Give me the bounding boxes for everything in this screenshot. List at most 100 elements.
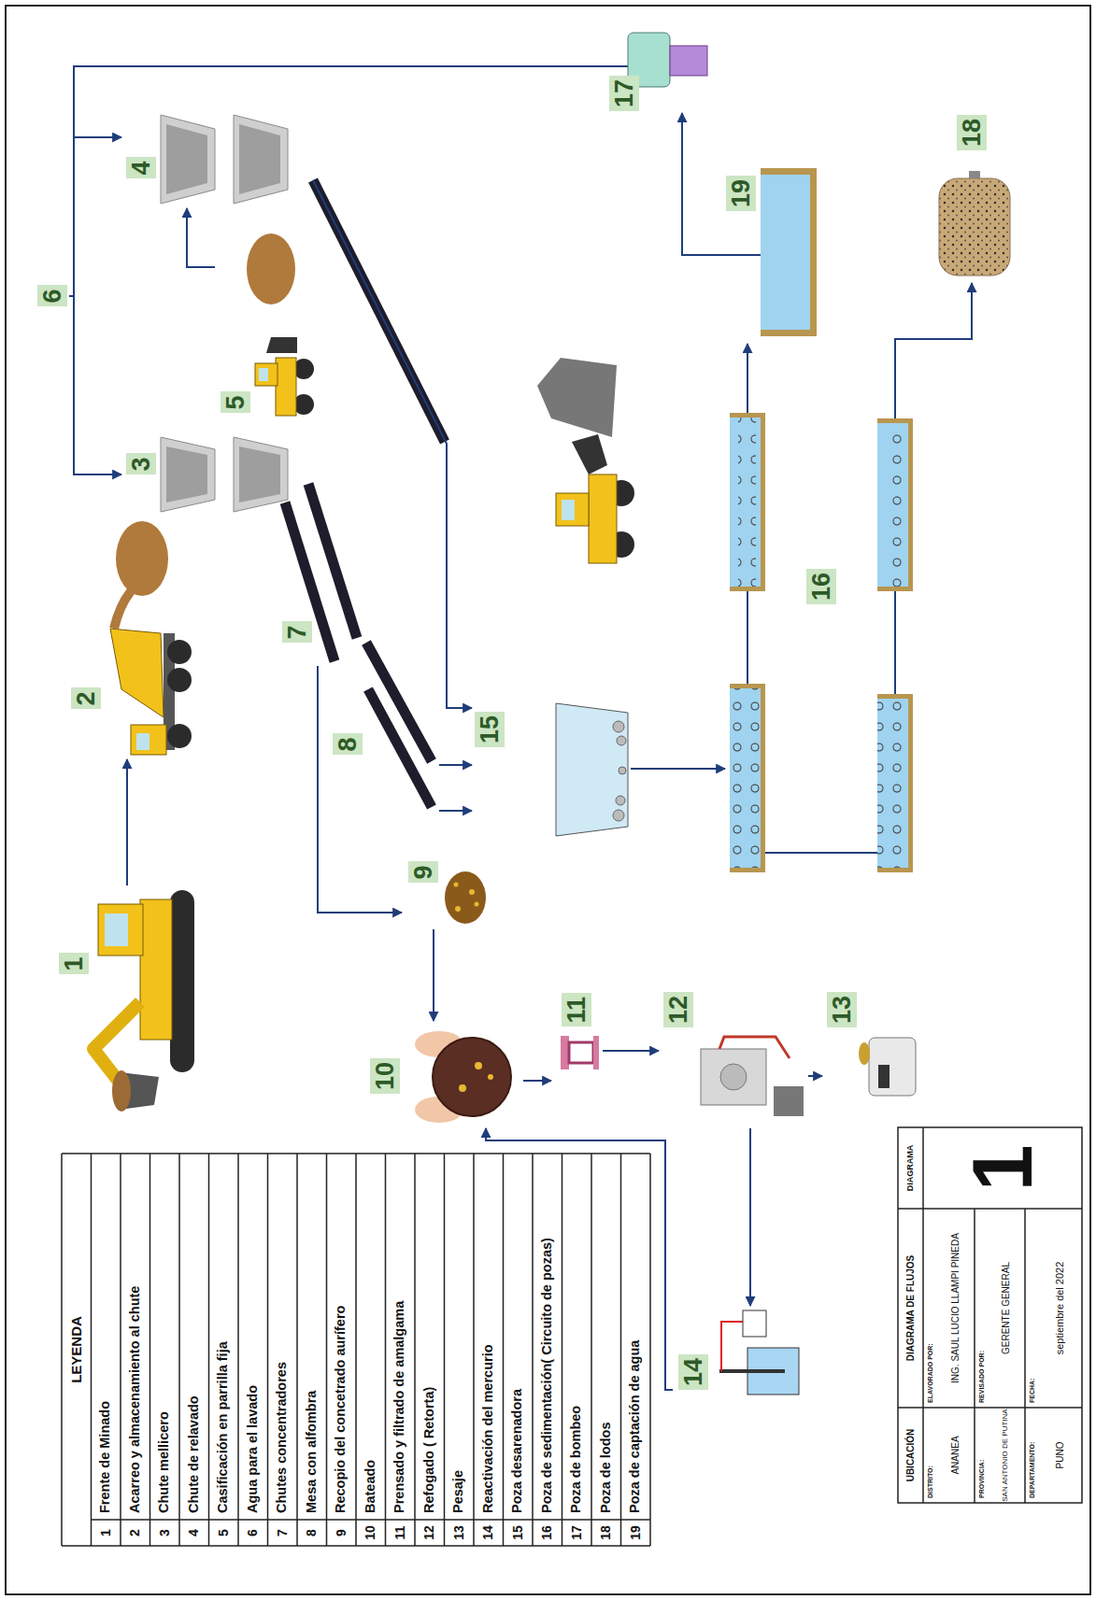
legend-grid	[61, 1153, 651, 1547]
settling-pools	[729, 417, 761, 587]
panning-hands	[432, 1038, 512, 1117]
excavator	[112, 1070, 131, 1112]
legend-number: 3	[150, 1520, 181, 1547]
callout-number: 19	[725, 175, 756, 212]
legend-grid	[237, 1153, 240, 1547]
weighing-scale	[858, 1038, 916, 1096]
chute-bars	[308, 483, 357, 639]
legend-text: Poza de bombeo	[562, 1156, 593, 1516]
callout-number: 9	[408, 861, 439, 883]
excavator	[140, 899, 172, 1040]
electrolysis-cell	[719, 1310, 799, 1395]
legend-text: Chute de relavado	[179, 1156, 210, 1516]
front-loader	[537, 357, 635, 564]
wheel-loader	[246, 233, 314, 416]
dump-truck	[167, 668, 192, 693]
process-step: 8	[327, 666, 440, 821]
callout-number: 6	[37, 284, 68, 307]
settling-pools	[607, 66, 896, 854]
process-step: 11	[551, 983, 603, 1096]
chute-bars	[284, 180, 445, 808]
tailings-hopper	[233, 114, 288, 204]
legend-number: 10	[355, 1520, 386, 1547]
dump-truck	[130, 725, 167, 755]
panning-hands	[487, 1074, 494, 1081]
sludge-pit	[939, 170, 1011, 276]
electrolysis-cell	[719, 1369, 785, 1374]
legend-grid	[61, 1152, 651, 1155]
title-block-cell: FECHA:	[1026, 1210, 1039, 1406]
flow-arrow	[746, 343, 749, 396]
callout-number: 18	[956, 114, 987, 151]
chute-bars	[368, 689, 432, 808]
dump-truck	[167, 640, 192, 665]
flow-arrow	[439, 810, 472, 812]
dump-truck	[136, 733, 150, 751]
flow-arrow	[313, 180, 472, 709]
process-step: 3	[121, 437, 314, 517]
legend-text: Poza desarenadora	[503, 1156, 534, 1516]
wheel-loader	[275, 357, 297, 416]
legend-grid	[561, 1153, 564, 1547]
legend-number: 14	[473, 1520, 504, 1547]
title-block-lines	[897, 1407, 1082, 1410]
legend-number: 17	[562, 1520, 593, 1547]
callout-number: 8	[332, 733, 363, 755]
twin-hopper	[239, 446, 281, 503]
dump-truck	[167, 724, 192, 749]
title-block-cell: UBICACIÓN	[897, 1408, 924, 1504]
legend-grid	[60, 1153, 63, 1547]
settling-pools	[894, 395, 897, 419]
legend-grid	[208, 1153, 211, 1547]
legend-text: Chutes concentradores	[268, 1156, 299, 1516]
legend-grid	[355, 1153, 357, 1547]
excavator	[104, 913, 129, 947]
process-step: 5	[214, 227, 318, 428]
title-block-cell: DEPARTAMENTO:	[1026, 1409, 1039, 1501]
title-block-cell: DIAGRAMA	[897, 1127, 924, 1210]
settling-pools	[877, 698, 909, 869]
panning-hands	[458, 1084, 467, 1093]
settling-pools	[729, 688, 761, 869]
gold-concentrate	[454, 882, 459, 888]
process-step: 2	[65, 628, 192, 760]
callout-number: 3	[126, 453, 157, 475]
front-loader	[561, 499, 575, 521]
flow-arrow	[186, 208, 215, 268]
settling-pools	[607, 66, 913, 873]
title-block-cell: ELAVORADO POR:	[925, 1210, 937, 1406]
panning-hands	[414, 1031, 512, 1124]
excavator	[98, 904, 143, 956]
flow-arrow	[523, 1080, 552, 1082]
callout-number: 10	[370, 1058, 400, 1095]
title-block-cell: PROVINCIA:	[976, 1409, 988, 1501]
legend-grid	[61, 1545, 651, 1548]
flow-arrow	[69, 296, 122, 475]
callout-number: 14	[678, 1354, 709, 1391]
settling-pools	[877, 698, 909, 869]
process-step: 9	[401, 853, 491, 930]
wheel-loader	[258, 368, 269, 382]
callout-number: 13	[826, 992, 857, 1028]
retort	[720, 1064, 747, 1091]
desanding-pool	[612, 721, 625, 733]
amalgam-press	[593, 1036, 599, 1070]
legend-text: Prensado y filtrado de amalgama	[385, 1156, 416, 1516]
legend-number: 18	[591, 1520, 622, 1547]
water-pool	[760, 168, 817, 337]
process-step: 12	[658, 983, 809, 1129]
desanding-pool	[555, 703, 628, 837]
title-block-cell: ANANEA	[937, 1408, 973, 1504]
legend-number: 6	[238, 1520, 269, 1547]
legend-text: Chute mellicero	[150, 1156, 181, 1516]
legend-grid	[149, 1153, 152, 1547]
settling-pools	[724, 254, 761, 257]
legend-header: LEYENDA	[61, 1153, 92, 1547]
legend-text: Acarreo y almacenamiento al chute	[120, 1156, 151, 1516]
legend-number: 2	[120, 1520, 151, 1547]
process-step: 18	[934, 105, 1017, 284]
twin-hopper	[160, 437, 288, 513]
process-step: 13	[822, 983, 926, 1106]
dump-truck	[115, 521, 169, 597]
callout-number: 11	[561, 993, 592, 1028]
